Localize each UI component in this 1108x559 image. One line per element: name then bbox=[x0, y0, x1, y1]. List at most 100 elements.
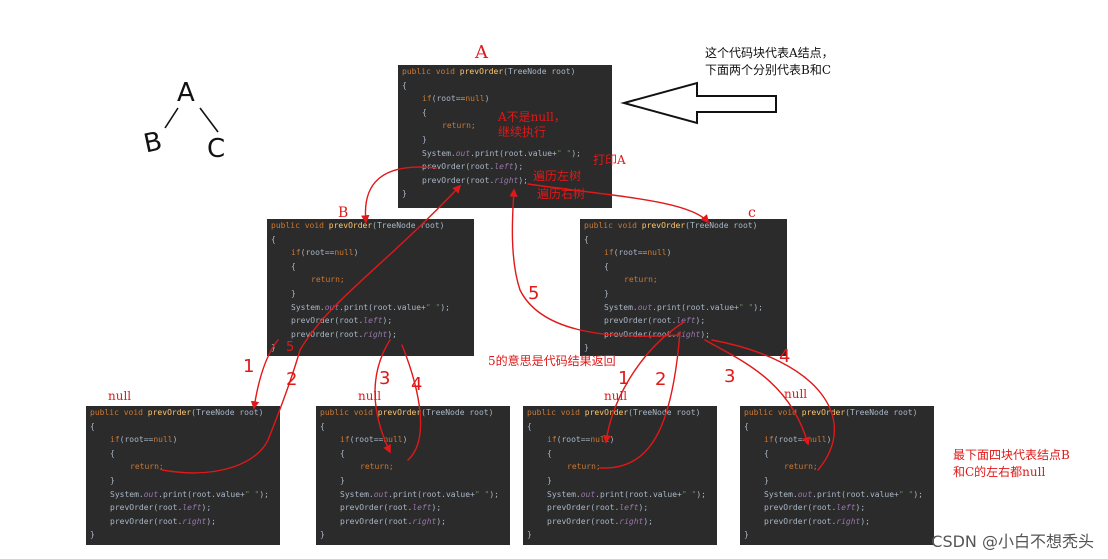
code-token: " " bbox=[898, 489, 914, 499]
code-token: return bbox=[567, 462, 596, 472]
code-token: out bbox=[324, 302, 340, 312]
code-token: if bbox=[340, 435, 350, 445]
code-line-call-left: prevOrder(root.left); bbox=[271, 314, 470, 328]
code-token: } bbox=[527, 530, 532, 540]
code-token: ) bbox=[826, 435, 832, 445]
code-token: right bbox=[494, 175, 519, 185]
code-token: right bbox=[363, 329, 388, 339]
code-token: prevOrder bbox=[604, 329, 648, 339]
label-null-b-right: null bbox=[358, 389, 382, 403]
code-token: ) bbox=[484, 94, 490, 104]
code-line-if: if(root==null) bbox=[584, 246, 783, 260]
code-block-c-left-null: public void prevOrder(TreeNode root){if(… bbox=[523, 406, 717, 545]
code-token: ); bbox=[643, 516, 653, 526]
code-token: ); bbox=[638, 503, 649, 513]
code-token: ; bbox=[652, 275, 658, 285]
code-token: if bbox=[764, 435, 774, 445]
code-token: .print(root.value+ bbox=[595, 489, 682, 499]
code-token: ; bbox=[388, 462, 394, 472]
code-token: prevOrder bbox=[291, 316, 335, 326]
code-line-return: return; bbox=[402, 119, 608, 133]
code-token: return bbox=[360, 462, 389, 472]
code-token: null bbox=[465, 94, 485, 104]
code-token: " " bbox=[474, 489, 490, 499]
code-token: left bbox=[363, 316, 383, 326]
code-line-return: return; bbox=[744, 460, 930, 474]
code-token: (root. bbox=[807, 503, 837, 513]
code-token: (root. bbox=[334, 329, 364, 339]
tree-root-letter: A bbox=[177, 78, 195, 108]
code-token: out bbox=[637, 302, 653, 312]
code-token: (TreeNode root) bbox=[372, 221, 445, 230]
code-token: } bbox=[90, 530, 95, 540]
code-token: ); bbox=[696, 489, 706, 499]
code-token: prevOrder bbox=[764, 516, 808, 526]
code-line-close-brace: } bbox=[320, 528, 506, 542]
code-token: (root. bbox=[465, 175, 495, 185]
code-token: } bbox=[547, 475, 552, 485]
code-token: { bbox=[291, 261, 296, 271]
label-null-c-right: null bbox=[784, 387, 808, 401]
code-token: public void bbox=[90, 408, 148, 417]
code-token: } bbox=[584, 343, 589, 353]
code-token: .print(root.value+ bbox=[388, 489, 475, 499]
code-token: prevOrder bbox=[801, 408, 846, 417]
code-token: ; bbox=[158, 462, 164, 472]
tree-left-letter: B bbox=[141, 126, 165, 160]
code-token: (root. bbox=[807, 516, 837, 526]
code-line-if: if(root==null) bbox=[527, 433, 713, 447]
code-token: ); bbox=[440, 302, 450, 312]
code-token: .print(root.value+ bbox=[652, 302, 739, 312]
step-b-1: 1 bbox=[243, 356, 255, 377]
code-line-print: System.out.print(root.value+" "); bbox=[90, 488, 276, 502]
code-token: (root== bbox=[431, 94, 466, 104]
code-line-call-left: prevOrder(root.left); bbox=[402, 160, 608, 174]
code-block-b: public void prevOrder(TreeNode root){if(… bbox=[267, 219, 474, 356]
code-token: prevOrder bbox=[547, 516, 591, 526]
code-token: ); bbox=[518, 175, 528, 185]
note-bottom-line2: 和C的左右都null bbox=[953, 465, 1046, 479]
code-token: out bbox=[143, 489, 159, 499]
code-line-inner-open: { bbox=[320, 447, 506, 461]
code-token: left bbox=[494, 162, 514, 172]
label-null-b-left: null bbox=[108, 389, 132, 403]
code-token: right bbox=[836, 516, 861, 526]
code-token: right bbox=[676, 329, 701, 339]
label-node-a: A bbox=[475, 42, 488, 63]
code-token: (root. bbox=[383, 516, 413, 526]
code-token: System. bbox=[547, 489, 581, 499]
code-token: { bbox=[764, 448, 769, 458]
code-token: (root. bbox=[590, 503, 620, 513]
code-token: null bbox=[647, 248, 667, 258]
code-token: (TreeNode root) bbox=[503, 67, 576, 76]
note-a-not-null: A不是null， 继续执行 bbox=[498, 110, 566, 140]
code-line-call-right: prevOrder(root.right); bbox=[527, 515, 713, 529]
code-line-return: return; bbox=[90, 460, 276, 474]
code-token: } bbox=[291, 288, 296, 298]
code-token: ); bbox=[571, 148, 581, 158]
tree-edge-right bbox=[199, 107, 219, 133]
code-line-inner-close: } bbox=[527, 474, 713, 488]
code-line-signature: public void prevOrder(TreeNode root) bbox=[320, 406, 506, 420]
code-token: } bbox=[110, 475, 115, 485]
code-token: prevOrder bbox=[422, 175, 466, 185]
code-line-signature: public void prevOrder(TreeNode root) bbox=[744, 406, 930, 420]
code-token: " " bbox=[425, 302, 441, 312]
code-token: " " bbox=[556, 148, 572, 158]
code-token: ); bbox=[201, 503, 212, 513]
code-token: right bbox=[412, 516, 437, 526]
label-node-c: c bbox=[748, 205, 756, 221]
code-line-if: if(root==null) bbox=[320, 433, 506, 447]
code-token: (TreeNode root) bbox=[191, 408, 264, 417]
code-token: (root. bbox=[383, 503, 413, 513]
code-token: { bbox=[584, 234, 589, 244]
code-token: prevOrder bbox=[604, 316, 648, 326]
note-traverse-right: 遍历右树 bbox=[537, 187, 586, 201]
note-code-block-a: 这个代码块代表A结点， 下面两个分别代表B和C bbox=[705, 45, 834, 79]
code-token: left bbox=[182, 503, 202, 513]
code-token: { bbox=[604, 261, 609, 271]
code-token: null bbox=[383, 435, 403, 445]
code-token: (root== bbox=[349, 435, 384, 445]
code-token: .print(root.value+ bbox=[339, 302, 426, 312]
code-line-signature: public void prevOrder(TreeNode root) bbox=[402, 65, 608, 79]
